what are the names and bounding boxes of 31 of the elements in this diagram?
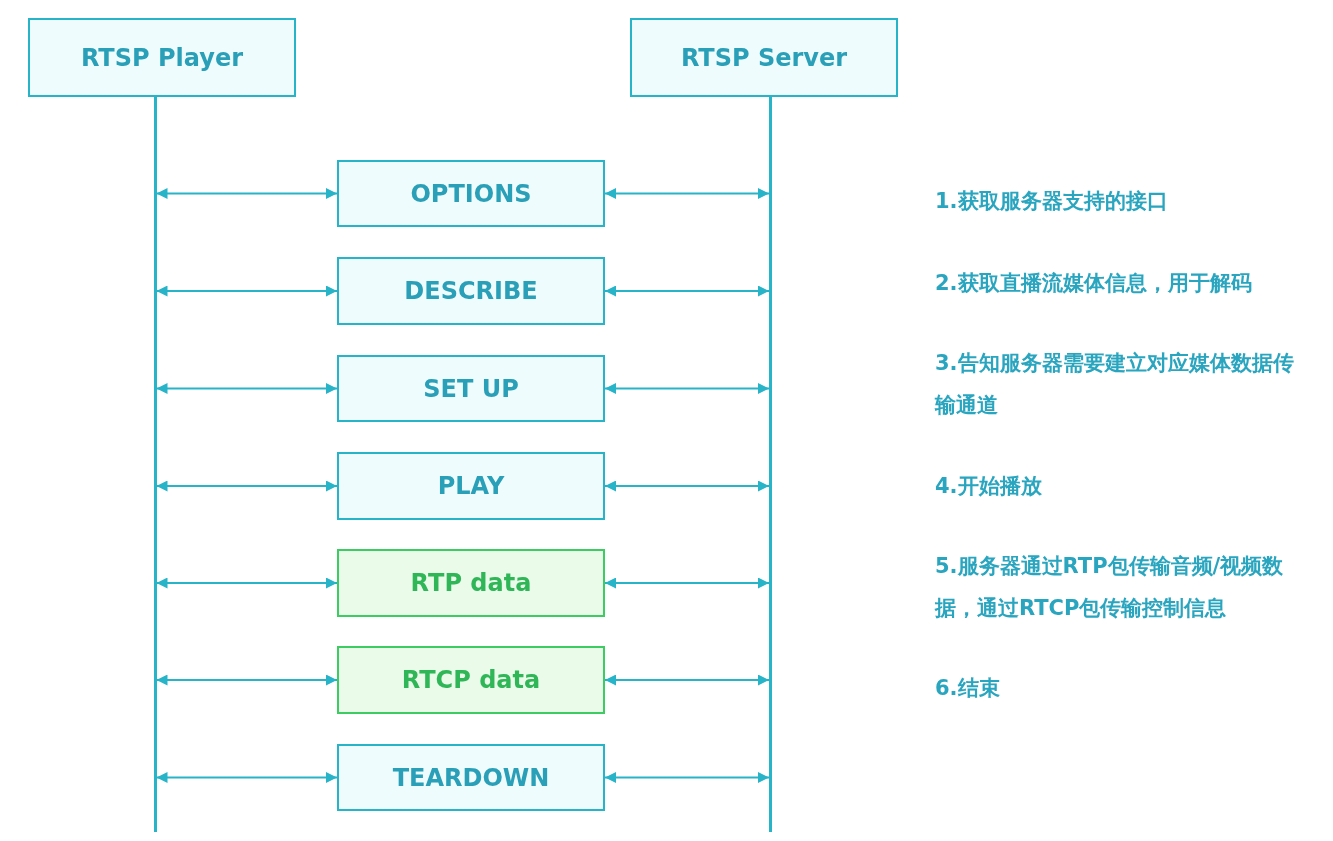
double-arrow xyxy=(604,383,770,394)
double-arrow xyxy=(604,772,770,783)
double-arrow xyxy=(604,285,770,297)
message-box: DESCRIBE xyxy=(337,257,605,325)
message-box: TEARDOWN xyxy=(337,744,605,811)
lifeline xyxy=(769,97,772,832)
message-box: PLAY xyxy=(337,452,605,520)
double-arrow xyxy=(155,480,338,492)
double-arrow xyxy=(604,480,770,492)
step-note: 3.告知服务器需要建立对应媒体数据传输通道 xyxy=(935,350,1295,419)
double-arrow xyxy=(155,188,338,199)
step-note: 1.获取服务器支持的接口 xyxy=(935,188,1169,215)
double-arrow xyxy=(155,383,338,394)
message-box: RTP data xyxy=(337,549,605,617)
step-note: 4.开始播放 xyxy=(935,473,1043,500)
lifeline xyxy=(154,97,157,832)
double-arrow xyxy=(155,674,338,686)
step-note: 2.获取直播流媒体信息，用于解码 xyxy=(935,270,1253,297)
double-arrow xyxy=(155,285,338,297)
double-arrow xyxy=(155,577,338,589)
double-arrow xyxy=(604,577,770,589)
double-arrow xyxy=(604,188,770,199)
double-arrow xyxy=(155,772,338,783)
message-box: SET UP xyxy=(337,355,605,422)
participant-box: RTSP Player xyxy=(28,18,296,97)
double-arrow xyxy=(604,674,770,686)
step-note: 6.结束 xyxy=(935,675,1001,702)
step-note: 5.服务器通过RTP包传输音频/视频数据，通过RTCP包传输控制信息 xyxy=(935,553,1285,622)
message-box: OPTIONS xyxy=(337,160,605,227)
participant-box: RTSP Server xyxy=(630,18,898,97)
message-box: RTCP data xyxy=(337,646,605,714)
